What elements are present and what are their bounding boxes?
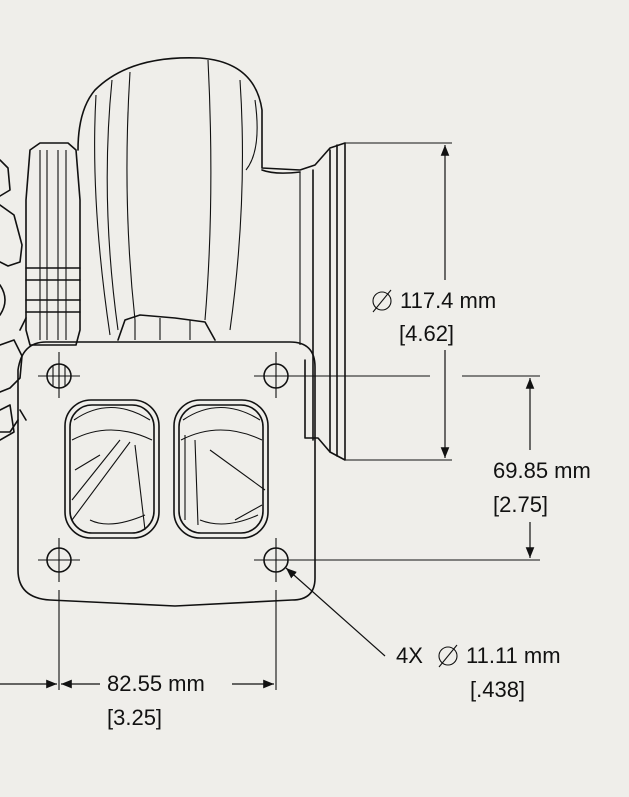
bolt-horizontal-imperial: [3.25] <box>107 705 163 730</box>
diameter-symbol-icon <box>372 289 458 668</box>
bolt-holes <box>38 352 540 582</box>
dimension-bolt-horizontal-lines <box>0 590 277 690</box>
bolt-vertical-imperial: [2.75] <box>493 492 549 517</box>
bolt-vertical-metric: 69.85 mm <box>493 458 591 483</box>
compressor-housing-partial <box>0 159 23 441</box>
bolt-horizontal-metric: 82.55 mm <box>107 671 205 696</box>
turbine-housing <box>77 56 346 461</box>
twin-scroll-ports <box>64 399 269 539</box>
flange-diameter-metric: 117.4 mm <box>400 288 497 313</box>
bolt-hole-imperial: [.438] <box>470 677 526 702</box>
bolt-hole-metric: 11.11 mm <box>466 643 561 668</box>
bolt-hole-leader <box>285 567 386 657</box>
bolt-hole-count: 4X <box>396 643 423 668</box>
bearing-housing <box>19 142 81 421</box>
flange-diameter-imperial: [4.62] <box>399 321 455 346</box>
inlet-flange <box>0 341 316 607</box>
dimension-flange-diameter-lines <box>345 142 452 461</box>
